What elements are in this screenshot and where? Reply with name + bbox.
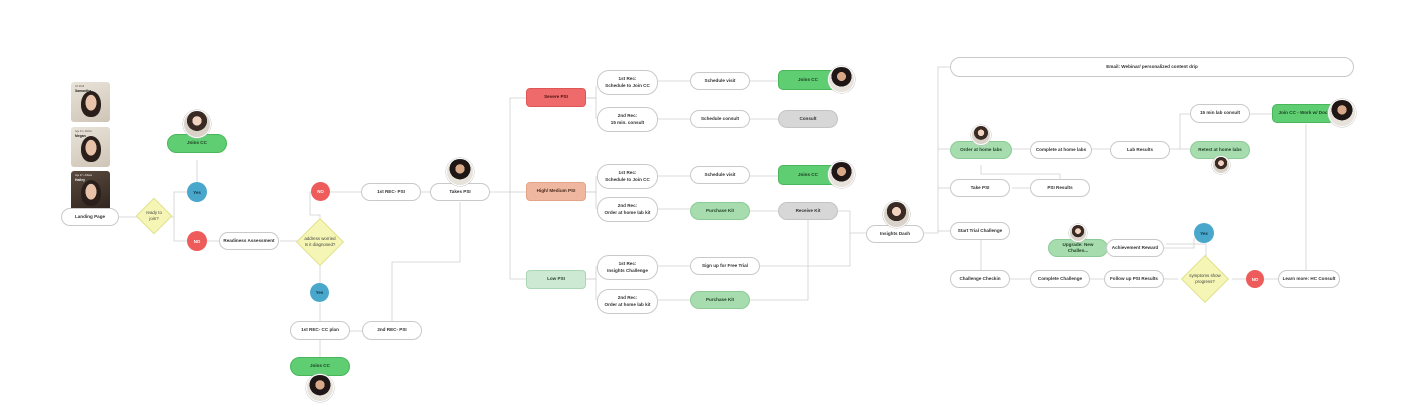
user-avatar <box>1328 99 1356 127</box>
high-psi-node[interactable]: High/ Medium PSI <box>526 182 586 201</box>
persona-caption: Age 27 • Athlete <box>75 174 93 177</box>
user-avatar <box>828 66 855 93</box>
take-psi-node[interactable]: Take PSI <box>950 179 1010 197</box>
low-rec2-node[interactable]: 2nd Rec: Order at home lab kit <box>597 289 658 314</box>
signup-trial-node[interactable]: Sign up for Free Trial <box>690 257 760 275</box>
landing-page-node[interactable]: Landing Page <box>61 208 119 226</box>
complete-labs-node[interactable]: Complete at home labs <box>1030 141 1092 159</box>
user-avatar <box>971 125 991 145</box>
email-drip-node[interactable]: Email: Webinar/ personalized content dri… <box>950 57 1354 77</box>
rec1-psi-node[interactable]: 1st REC- PSI <box>361 183 421 201</box>
purchase-kit-node[interactable]: Purchase Kit <box>690 202 750 220</box>
persona-photo <box>80 136 101 162</box>
persona-caption: Age 34 • Mother <box>75 130 93 133</box>
joins-cc-bottom-node[interactable]: Joins CC <box>290 357 350 376</box>
receive-kit-node[interactable]: Receive Kit <box>778 202 838 220</box>
rec2-psi-node[interactable]: 2nd REC- PSI <box>362 321 422 340</box>
low-psi-node[interactable]: Low PSI <box>526 270 586 289</box>
user-avatar <box>183 110 211 138</box>
user-avatar <box>1069 224 1087 242</box>
persona-photo <box>80 91 101 117</box>
user-avatar <box>446 158 474 186</box>
join-cc-work-node[interactable]: Join CC - Work w/ Doc <box>1272 104 1334 123</box>
high-rec1-node[interactable]: 1st Rec: Schedule to Join CC <box>597 164 658 189</box>
persona-card-hailey[interactable]: Age 27 • Athlete Hailey <box>71 171 110 211</box>
lab-consult-node[interactable]: 15 min lab consult <box>1190 104 1250 123</box>
complete-challenge-node[interactable]: Complete Challenge <box>1030 270 1090 288</box>
severe-rec2-node[interactable]: 2nd Rec: 15 min. consult <box>597 107 658 132</box>
readiness-assessment-node[interactable]: Readiness Assessment <box>219 232 279 250</box>
purchase-kit-node[interactable]: Purchase Kit <box>690 291 750 309</box>
diagnosed-decision-label: address worried Is it diagnosed? <box>304 236 336 247</box>
schedule-consult-node[interactable]: Schedule consult <box>690 110 750 128</box>
progress-decision-label: symptoms show progress? <box>1189 273 1221 284</box>
schedule-visit-node[interactable]: Schedule visit <box>690 166 750 184</box>
no-circle[interactable]: NO <box>187 231 207 251</box>
persona-caption: LH 2018 <box>75 85 85 88</box>
challenge-checkin-node[interactable]: Challenge Checkin <box>950 270 1010 288</box>
no-circle[interactable]: NO <box>311 182 330 201</box>
persona-photo <box>80 180 101 206</box>
no-circle[interactable]: NO <box>1246 270 1264 288</box>
yes-circle[interactable]: Yes <box>187 182 207 202</box>
joins-cc-top-node[interactable]: Joins CC <box>167 134 227 153</box>
persona-name: Megan <box>75 134 86 138</box>
low-rec1-node[interactable]: 1st Rec: Insights Challenge <box>597 255 658 280</box>
severe-psi-node[interactable]: Severe PSI <box>526 88 586 107</box>
user-avatar <box>828 161 855 188</box>
lab-results-node[interactable]: Lab Results <box>1110 141 1170 159</box>
user-avatar <box>306 374 334 402</box>
persona-name: Hailey <box>75 178 85 182</box>
followup-psi-node[interactable]: Follow up PSI Results <box>1104 270 1164 288</box>
persona-card-megan[interactable]: Age 34 • Mother Megan <box>71 127 110 167</box>
yes-circle[interactable]: Yes <box>310 283 329 302</box>
yes-circle[interactable]: Yes <box>1194 223 1214 243</box>
insights-dash-node[interactable]: Insights Dash <box>866 225 924 243</box>
severe-rec1-node[interactable]: 1st Rec: Schedule to Join CC <box>597 70 658 95</box>
rec-cc-plan-node[interactable]: 1st REC- CC plan <box>290 321 350 340</box>
ready-decision-label: ready to join? <box>146 210 162 221</box>
learn-hc-consult-node[interactable]: Learn more: HC Consult <box>1278 270 1340 288</box>
achievement-reward-node[interactable]: Achievement Reward <box>1106 239 1164 257</box>
user-avatar <box>1212 156 1230 174</box>
persona-name: Samantha <box>75 89 92 93</box>
start-trial-node[interactable]: Start Trial Challenge <box>950 222 1010 240</box>
psi-results-node[interactable]: PSI Results <box>1030 179 1090 197</box>
user-avatar <box>883 201 910 228</box>
schedule-visit-node[interactable]: Schedule visit <box>690 72 750 90</box>
high-rec2-node[interactable]: 2nd Rec: Order at home lab kit <box>597 197 658 222</box>
persona-card-samantha[interactable]: LH 2018 Samantha <box>71 82 110 122</box>
consult-node[interactable]: Consult <box>778 110 838 128</box>
